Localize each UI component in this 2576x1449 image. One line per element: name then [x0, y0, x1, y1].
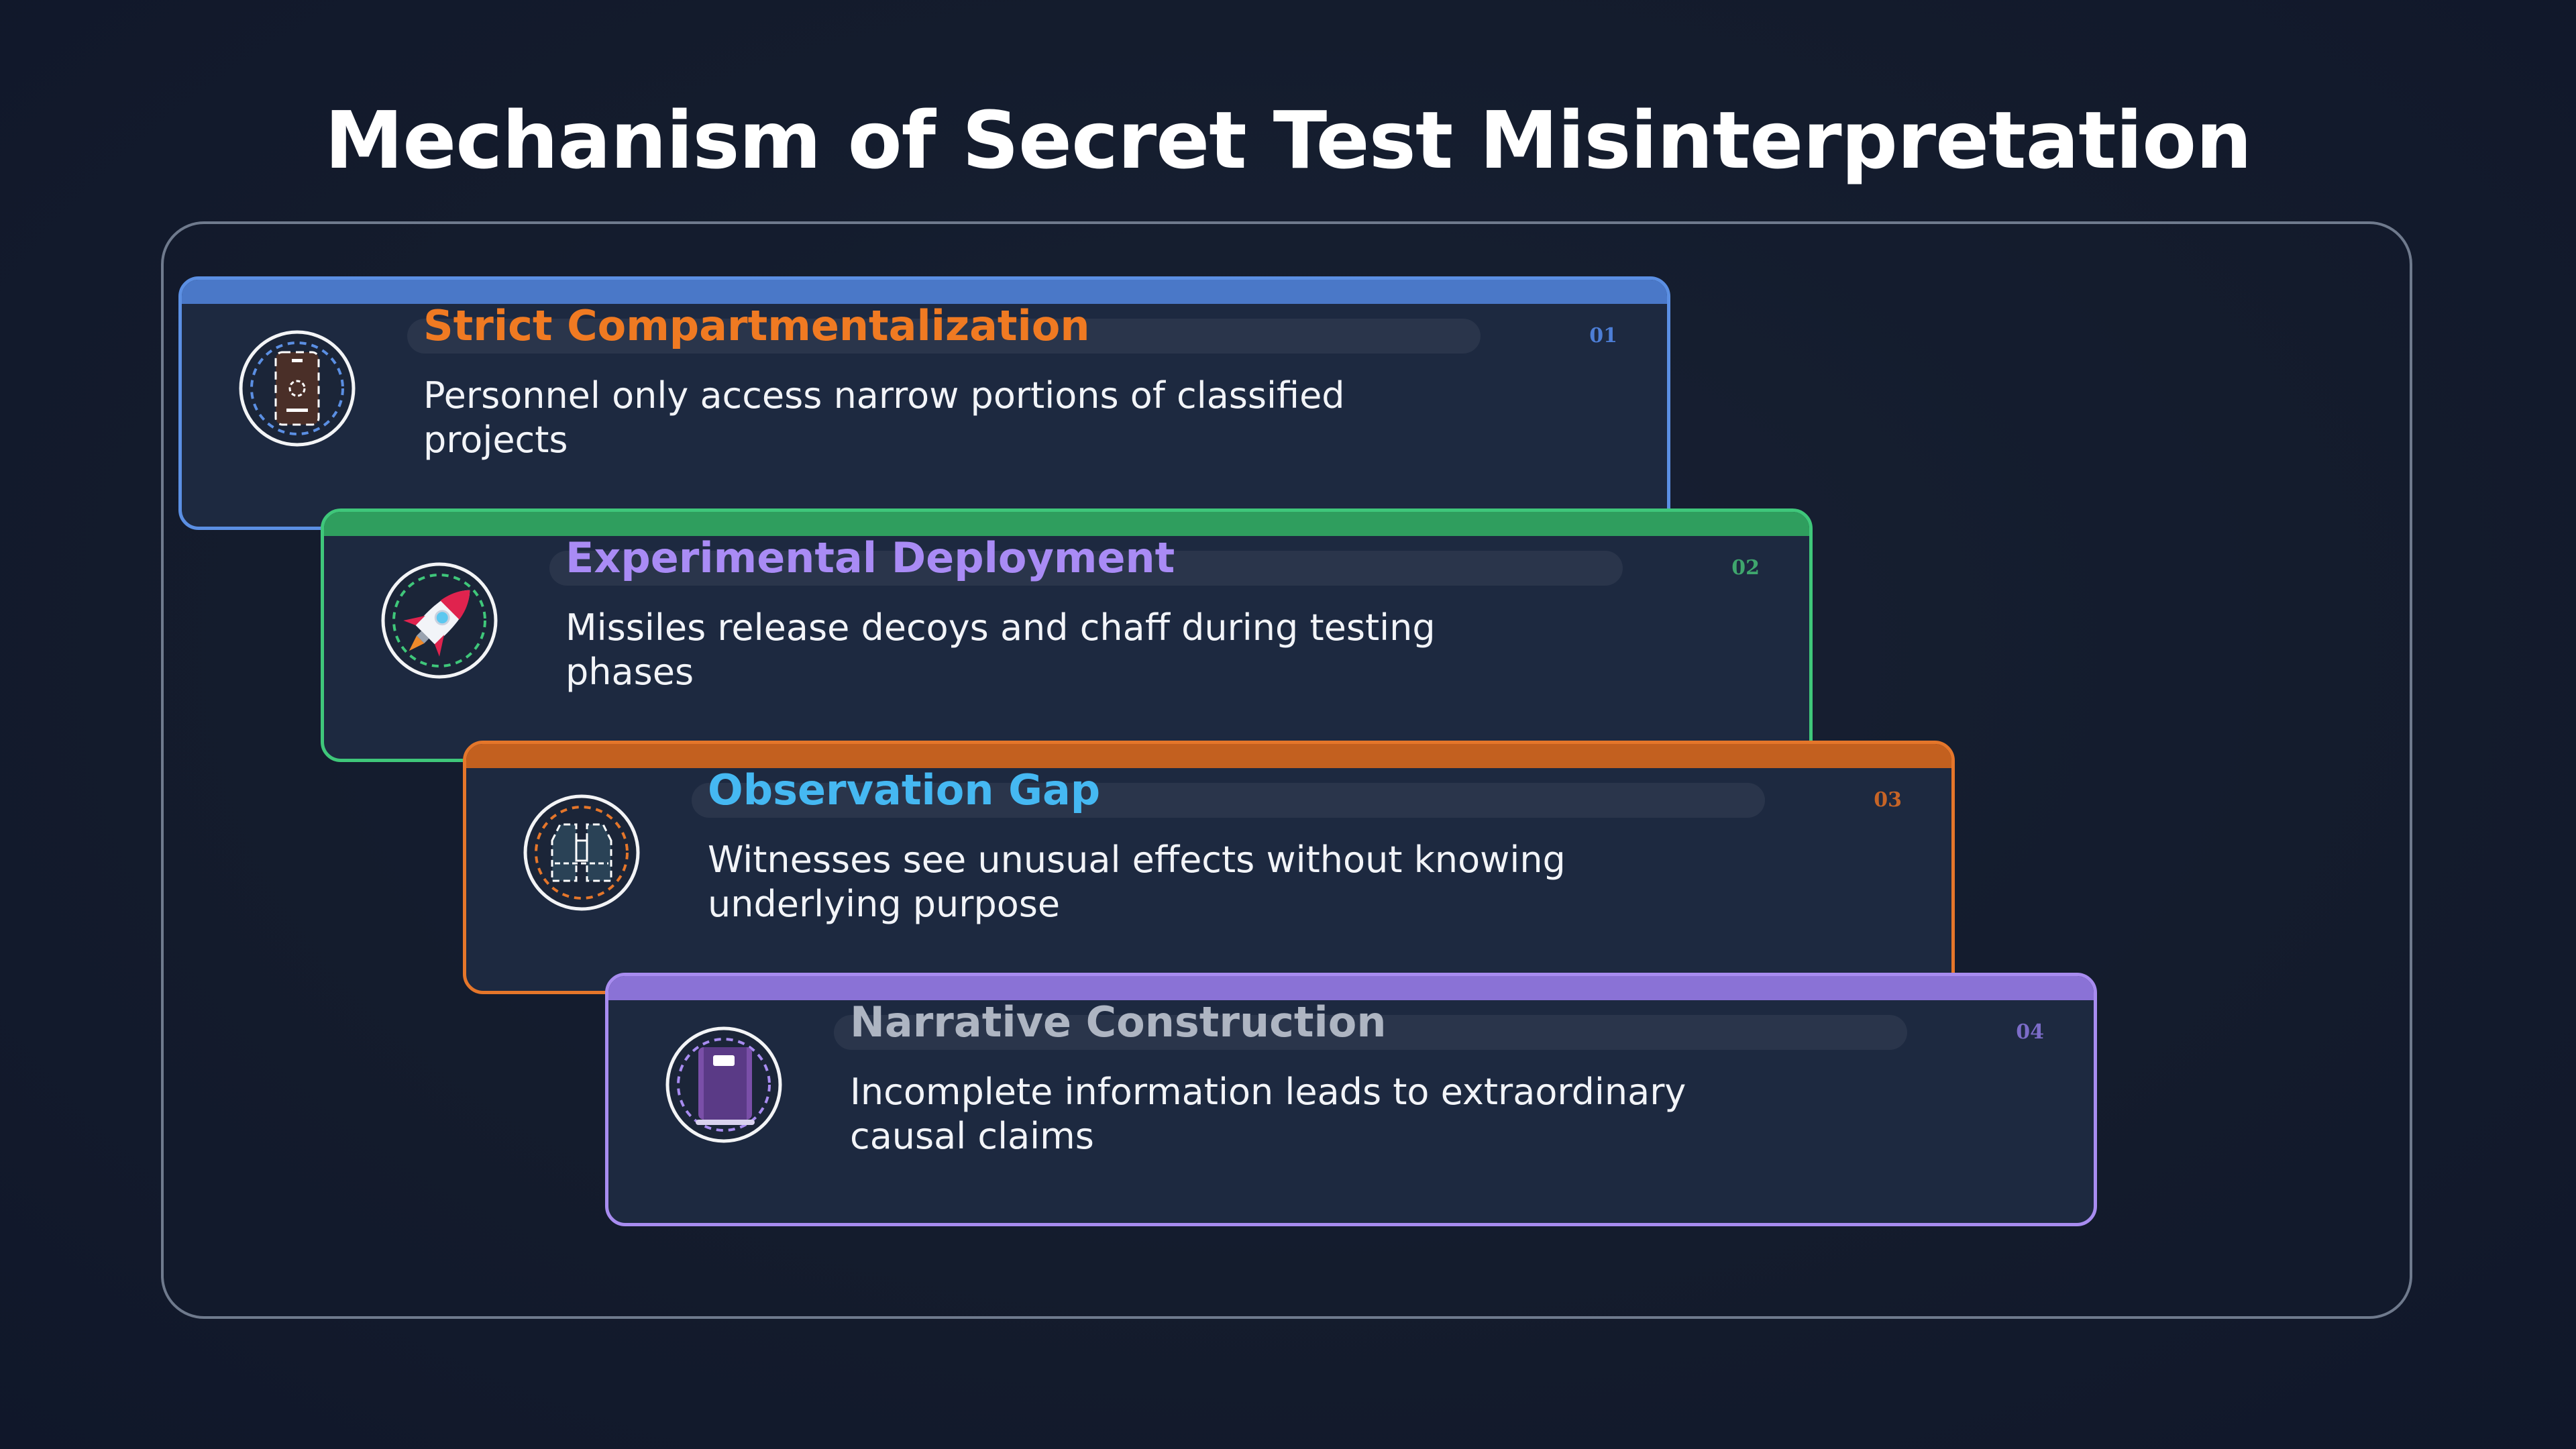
step-card-3: Observation Gap Witnesses see unusual ef…: [463, 741, 1955, 994]
rocket-icon: [381, 562, 498, 679]
heading-pill: [549, 551, 1623, 586]
step-description: Personnel only access narrow portions of…: [423, 374, 1345, 461]
card-top-bar: [608, 976, 2094, 1000]
card-top-bar: [182, 280, 1667, 304]
step-number: 02: [1731, 556, 1760, 580]
step-description: Incomplete information leads to extraord…: [850, 1071, 1686, 1157]
step-heading: Strict Compartmentalization: [423, 301, 1090, 350]
step-number: 01: [1589, 324, 1617, 347]
step-card-1: Strict Compartmentalization Personnel on…: [178, 276, 1670, 530]
step-heading: Narrative Construction: [850, 998, 1387, 1046]
notebook-icon: [665, 1026, 782, 1143]
id-badge-icon: [239, 330, 356, 447]
heading-pill: [692, 783, 1765, 818]
page-title: Mechanism of Secret Test Misinterpretati…: [324, 94, 2252, 186]
step-card-2: Experimental Deployment Missiles release…: [321, 508, 1813, 762]
step-number: 03: [1874, 788, 1902, 812]
binoculars-icon: [523, 794, 640, 911]
heading-pill: [834, 1015, 1907, 1050]
step-heading: Experimental Deployment: [566, 533, 1175, 582]
card-top-bar: [466, 744, 1951, 768]
step-description: Missiles release decoys and chaff during…: [566, 606, 1436, 693]
step-number: 04: [2016, 1020, 2044, 1044]
step-description: Witnesses see unusual effects without kn…: [708, 839, 1566, 925]
heading-pill: [407, 319, 1481, 354]
card-top-bar: [324, 512, 1809, 536]
step-heading: Observation Gap: [708, 765, 1101, 814]
step-card-4: Narrative Construction Incomplete inform…: [605, 973, 2097, 1226]
